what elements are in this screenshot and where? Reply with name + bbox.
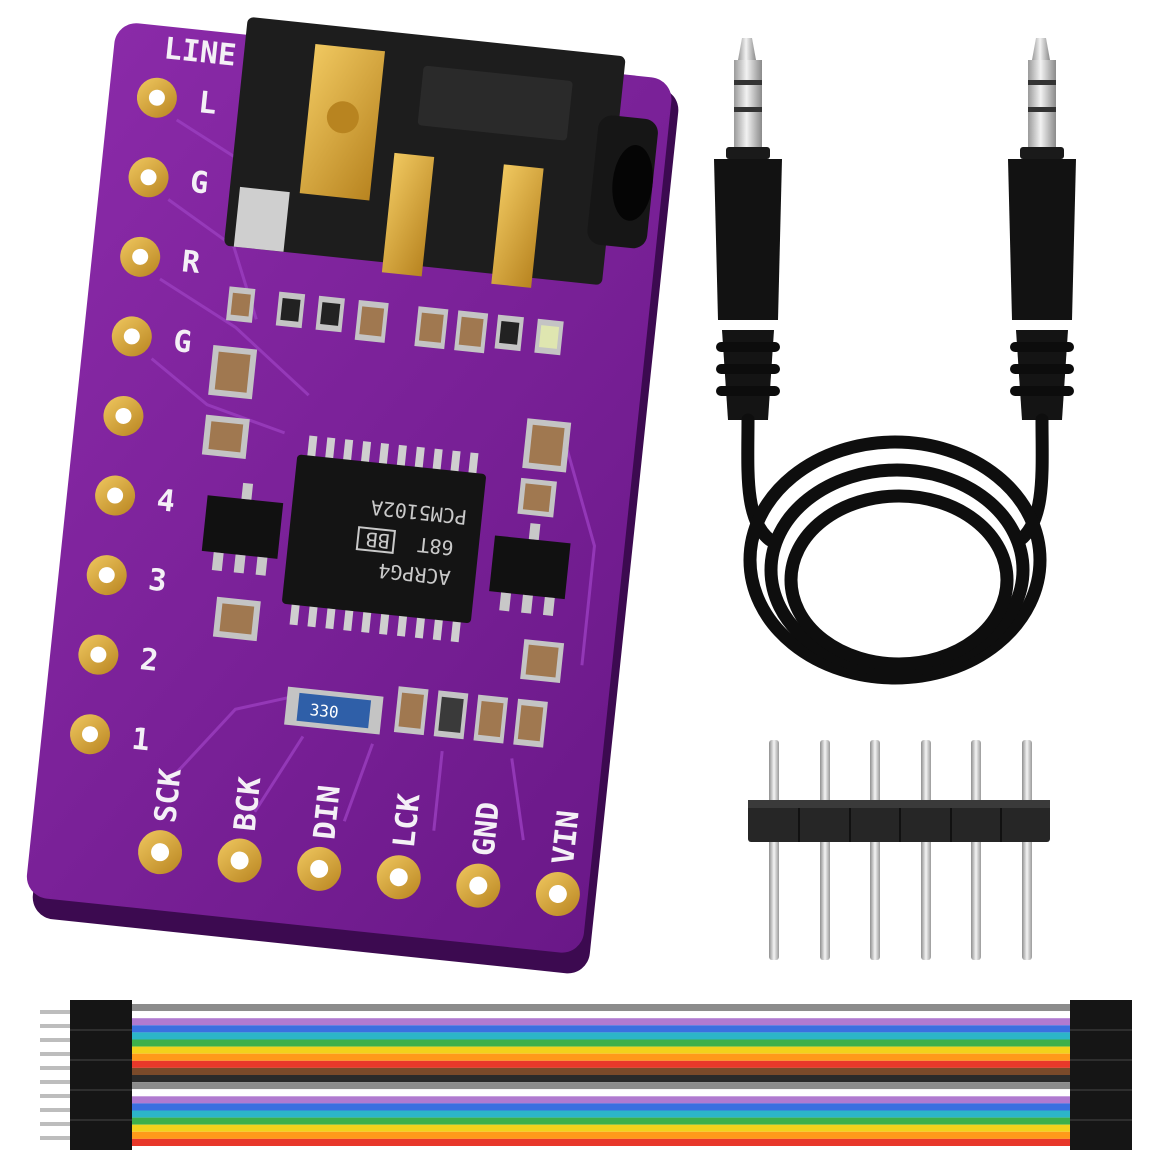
left-pin-pads bbox=[70, 77, 177, 755]
ribbon-wire bbox=[130, 1075, 1072, 1083]
label-sck: SCK bbox=[148, 767, 188, 825]
right-plug bbox=[1008, 38, 1076, 420]
ribbon-wire bbox=[130, 1011, 1072, 1019]
ribbon-wire bbox=[130, 1053, 1072, 1061]
bottom-pin-pads bbox=[138, 830, 580, 916]
ribbon-wire bbox=[130, 1138, 1072, 1146]
aux-cable-icon bbox=[714, 38, 1076, 685]
label-3: 3 bbox=[147, 563, 169, 600]
label-4: 4 bbox=[155, 483, 177, 520]
label-r: R bbox=[180, 244, 203, 281]
dupont-ribbon-icon bbox=[40, 1000, 1132, 1150]
chip-logo: BB bbox=[365, 527, 391, 553]
ribbon-wire bbox=[130, 1117, 1072, 1125]
ribbon-wire bbox=[130, 1110, 1072, 1118]
chip-marking-2: 68T bbox=[416, 532, 454, 560]
cable-coil bbox=[741, 413, 1049, 685]
ribbon-wire bbox=[130, 1032, 1072, 1040]
label-g2: G bbox=[172, 324, 194, 361]
label-lck: LCK bbox=[387, 792, 427, 850]
ribbon-wire bbox=[130, 1025, 1072, 1033]
ribbon-wire bbox=[130, 1060, 1072, 1068]
ribbon-wire bbox=[130, 1124, 1072, 1132]
label-l: L bbox=[197, 85, 219, 122]
ribbon-wire bbox=[130, 1046, 1072, 1054]
smd-components bbox=[201, 286, 572, 748]
ribbon-wire bbox=[130, 1018, 1072, 1026]
pcm5102a-chip: ACRPG4 68T BB PCM5102A bbox=[282, 435, 486, 643]
ribbon-wires bbox=[130, 1004, 1072, 1146]
label-din: DIN bbox=[307, 784, 347, 842]
ribbon-wire bbox=[130, 1089, 1072, 1097]
label-1: 1 bbox=[130, 722, 152, 759]
label-vin: VIN bbox=[546, 809, 586, 867]
ribbon-wire bbox=[130, 1039, 1072, 1047]
audio-jack bbox=[224, 17, 658, 288]
ribbon-wire bbox=[130, 1131, 1072, 1139]
ribbon-wire bbox=[130, 1067, 1072, 1075]
label-g1: G bbox=[188, 165, 210, 202]
ribbon-wire bbox=[130, 1082, 1072, 1090]
regulator-chips bbox=[201, 482, 571, 616]
label-gnd: GND bbox=[467, 800, 507, 858]
label-2: 2 bbox=[138, 642, 160, 679]
left-plug bbox=[714, 38, 782, 420]
pin-header-icon bbox=[748, 740, 1050, 960]
label-line: LINE bbox=[162, 31, 238, 73]
label-bck: BCK bbox=[228, 775, 268, 833]
ribbon-wire bbox=[130, 1004, 1072, 1012]
pcm5102a-dac-board: LINE L G R G 4 3 2 1 bbox=[26, 17, 679, 974]
resistor-330: 330 bbox=[284, 686, 384, 735]
ribbon-wire bbox=[130, 1103, 1072, 1111]
resistor-label: 330 bbox=[309, 700, 340, 722]
ribbon-wire bbox=[130, 1096, 1072, 1104]
